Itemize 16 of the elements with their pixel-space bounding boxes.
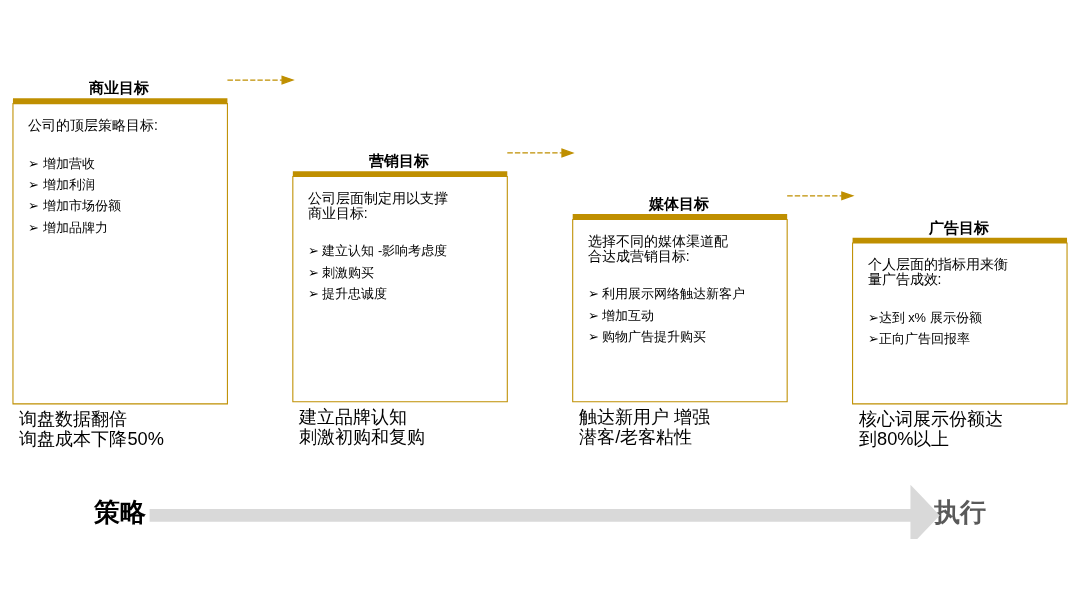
node-label: 询盘数据翻倍: [19, 408, 128, 429]
node-label: 广告目标: [928, 218, 989, 236]
node-label: 触达新用户 增强潜客/老客粘性: [579, 406, 711, 447]
node-text: 执行: [933, 497, 986, 526]
arrow: [149, 484, 940, 539]
node-label: 营销目标: [368, 151, 429, 169]
node-label: 刺激初购和复购: [299, 426, 426, 447]
node-text: 策略: [93, 497, 146, 526]
node-label: 商业目标: [89, 78, 150, 96]
arrow: [506, 147, 575, 158]
node-label: 媒体目标: [648, 194, 709, 212]
node-label: 建立品牌认知: [299, 406, 408, 427]
arrow: [226, 74, 295, 85]
node-label: 询盘成本下降50%: [19, 428, 164, 449]
node-label: 核心词展示份额达到80%以上: [859, 408, 1004, 449]
arrow: [786, 190, 855, 201]
